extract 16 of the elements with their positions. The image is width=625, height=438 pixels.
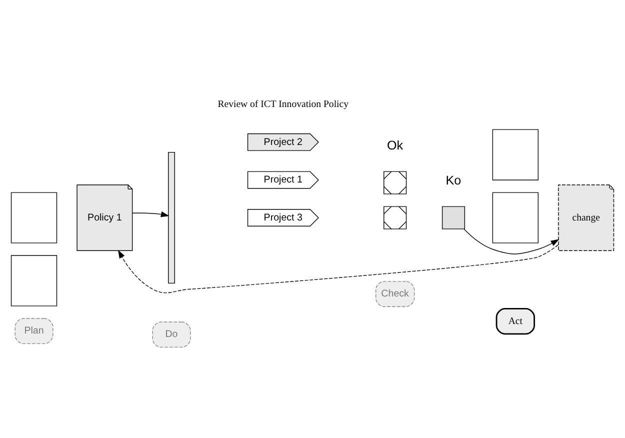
node-box [10, 192, 58, 243]
label: Ok [387, 138, 404, 152]
label: Ko [446, 172, 462, 187]
node-box [492, 128, 539, 180]
node-box: Check [375, 280, 415, 306]
node-box: Plan [14, 318, 54, 344]
arrow [464, 228, 560, 254]
node-box [10, 254, 58, 306]
node-box: Do [152, 321, 191, 348]
node-box [492, 192, 539, 243]
node-bar [168, 151, 175, 284]
arrow [118, 244, 559, 293]
node-box: Act [496, 308, 536, 334]
label: Review of ICT Innovation Policy [218, 98, 348, 110]
arrow [132, 210, 170, 217]
node-box [442, 206, 466, 229]
